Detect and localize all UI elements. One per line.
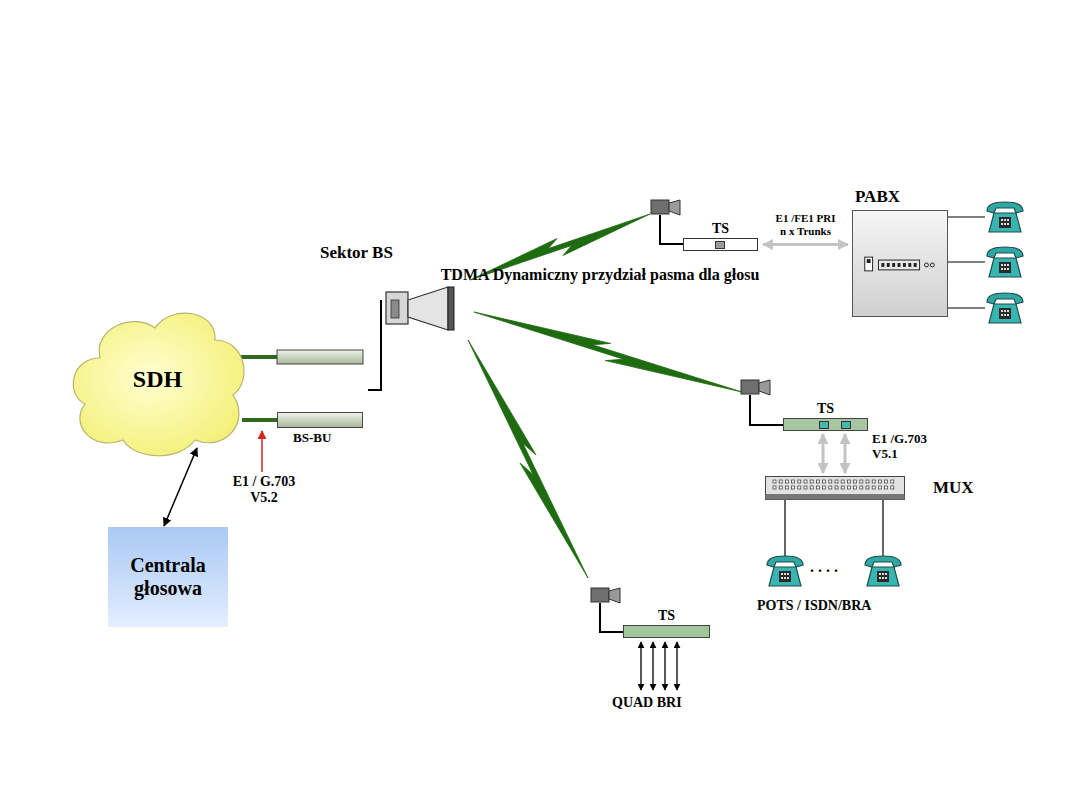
node-label: SDH	[133, 366, 182, 394]
node-label: BS-BU	[293, 431, 363, 446]
text-label: . . . .	[810, 558, 838, 576]
pabx-device	[853, 211, 947, 316]
text-label: QUAD BRI	[612, 695, 682, 711]
connector-label: E1 /G.703 V5.1	[871, 432, 955, 462]
mux-phones	[767, 500, 901, 586]
station-bar	[623, 625, 710, 638]
port	[841, 421, 851, 429]
terminal-antenna	[651, 200, 683, 244]
mux-panel	[765, 476, 905, 500]
interface-arrow	[261, 431, 263, 472]
text-label: POTS / ISDN/BRA	[757, 598, 871, 614]
multiplexer: MUX	[765, 476, 974, 500]
connector	[164, 448, 197, 526]
base-unit-upper	[240, 350, 363, 364]
radio-link	[468, 340, 588, 578]
text-label: E1 / G.703 V5.2	[218, 474, 310, 506]
terminal-station: TS	[683, 221, 758, 251]
node-label: Centrala głosowa	[114, 554, 222, 600]
node-label: PABX	[855, 187, 948, 207]
node-label: TS	[683, 221, 758, 237]
connector	[844, 434, 847, 473]
base-unit: BS-BU	[277, 412, 363, 446]
terminal-antenna	[591, 588, 623, 632]
port	[819, 421, 829, 429]
bar-shape	[277, 412, 363, 428]
sector-antenna	[368, 287, 454, 390]
connector	[763, 243, 848, 246]
connector-label: E1 /FE1 PRI n x Trunks	[774, 212, 838, 237]
voice-exchange-box: Centrala głosowa	[108, 527, 228, 627]
station-bar	[683, 238, 758, 251]
port	[715, 241, 725, 249]
bri-arrows	[641, 642, 677, 690]
terminal-station: TS	[783, 401, 868, 431]
connector	[242, 418, 277, 422]
terminal-station: TS	[623, 608, 710, 638]
pabx-housing	[852, 210, 948, 317]
radio-link	[474, 312, 742, 392]
pabx-phones	[948, 202, 1023, 323]
network-cloud: SDH	[65, 300, 250, 460]
text-label: Sektor BS	[320, 243, 393, 263]
node-label: MUX	[933, 478, 974, 498]
pabx-box: PABX	[852, 187, 948, 317]
mux-panel-art	[765, 476, 905, 500]
text-label: TDMA Dynamiczny przydział pasma dla głos…	[432, 266, 768, 284]
station-bar	[783, 418, 868, 431]
terminal-antenna	[741, 380, 783, 425]
node-label: TS	[783, 401, 868, 417]
connector	[822, 434, 825, 473]
node-label: TS	[623, 608, 710, 624]
